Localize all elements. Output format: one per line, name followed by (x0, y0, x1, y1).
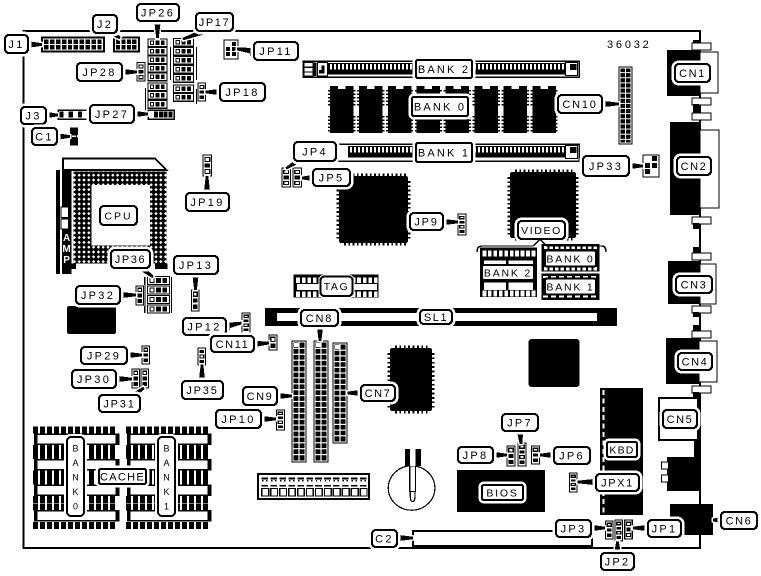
svg-text:BANK 1: BANK 1 (546, 281, 594, 293)
svg-text:JP10: JP10 (221, 414, 255, 426)
svg-text:K: K (72, 487, 78, 497)
svg-text:1: 1 (164, 502, 169, 512)
svg-text:JP35: JP35 (186, 385, 218, 397)
svg-text:CN11: CN11 (216, 339, 250, 351)
svg-text:TAG: TAG (324, 281, 350, 293)
svg-text:CN8: CN8 (306, 313, 333, 325)
svg-text:A: A (63, 233, 70, 244)
svg-text:CN5: CN5 (667, 414, 694, 426)
svg-text:JP12: JP12 (187, 321, 221, 333)
svg-text:KBD: KBD (609, 444, 634, 456)
svg-text:J1: J1 (8, 39, 24, 51)
svg-text:N: N (163, 473, 170, 483)
svg-text:BANK 2: BANK 2 (418, 64, 470, 76)
svg-text:CN4: CN4 (682, 356, 709, 368)
svg-text:BANK 0: BANK 0 (546, 253, 594, 265)
svg-text:C1: C1 (35, 131, 54, 143)
svg-text:CPU: CPU (104, 210, 132, 222)
svg-text:JP36: JP36 (115, 254, 146, 266)
svg-text:P: P (63, 255, 70, 266)
svg-text:CN3: CN3 (681, 279, 708, 291)
svg-text:0: 0 (73, 502, 78, 512)
svg-text:K: K (163, 487, 169, 497)
svg-text:JP7: JP7 (507, 417, 533, 429)
svg-text:JP31: JP31 (103, 398, 135, 410)
svg-text:JP8: JP8 (463, 450, 489, 462)
svg-text:CN1: CN1 (679, 68, 706, 80)
svg-text:N: N (72, 473, 79, 483)
svg-text:A: A (72, 458, 78, 468)
svg-text:JP1: JP1 (652, 523, 678, 535)
svg-text:JP27: JP27 (95, 109, 129, 121)
svg-text:CN10: CN10 (562, 99, 597, 111)
svg-text:CN2: CN2 (681, 161, 708, 173)
svg-text:M: M (62, 244, 70, 255)
svg-text:JP11: JP11 (259, 46, 292, 58)
svg-text:JP19: JP19 (190, 197, 224, 209)
svg-text:B: B (72, 443, 78, 453)
svg-text:B: B (163, 443, 169, 453)
svg-text:BANK 0: BANK 0 (414, 101, 466, 113)
svg-text:VIDEO: VIDEO (521, 225, 562, 237)
svg-text:CN9: CN9 (247, 391, 274, 403)
svg-text:C2: C2 (375, 533, 394, 545)
svg-text:JP28: JP28 (82, 67, 116, 79)
svg-text:JP29: JP29 (87, 350, 121, 362)
svg-text:JP32: JP32 (81, 290, 115, 302)
svg-text:JP30: JP30 (77, 374, 111, 386)
svg-text:JP3: JP3 (561, 523, 587, 535)
svg-text:JP18: JP18 (225, 87, 259, 99)
svg-text:BANK 1: BANK 1 (418, 147, 470, 159)
svg-text:JP6: JP6 (559, 450, 585, 462)
svg-text:JP17: JP17 (199, 17, 230, 29)
svg-text:JP5: JP5 (319, 172, 345, 184)
svg-text:36032: 36032 (607, 39, 652, 51)
svg-text:J2: J2 (97, 19, 113, 31)
svg-text:BANK 2: BANK 2 (484, 267, 532, 279)
svg-text:JP4: JP4 (302, 146, 328, 158)
svg-text:JP2: JP2 (605, 556, 631, 568)
svg-text:JP13: JP13 (179, 260, 213, 272)
svg-text:JP26: JP26 (141, 7, 175, 19)
svg-text:JP33: JP33 (589, 161, 623, 173)
svg-text:JPX1: JPX1 (601, 477, 634, 489)
svg-text:JP9: JP9 (414, 216, 438, 228)
svg-text:A: A (163, 458, 169, 468)
svg-text:CACHE: CACHE (100, 471, 145, 483)
svg-text:J3: J3 (25, 110, 41, 122)
svg-text:CN6: CN6 (726, 515, 753, 527)
svg-text:CN7: CN7 (365, 388, 392, 400)
svg-text:SL1: SL1 (424, 312, 448, 324)
svg-text:BIOS: BIOS (486, 487, 518, 499)
